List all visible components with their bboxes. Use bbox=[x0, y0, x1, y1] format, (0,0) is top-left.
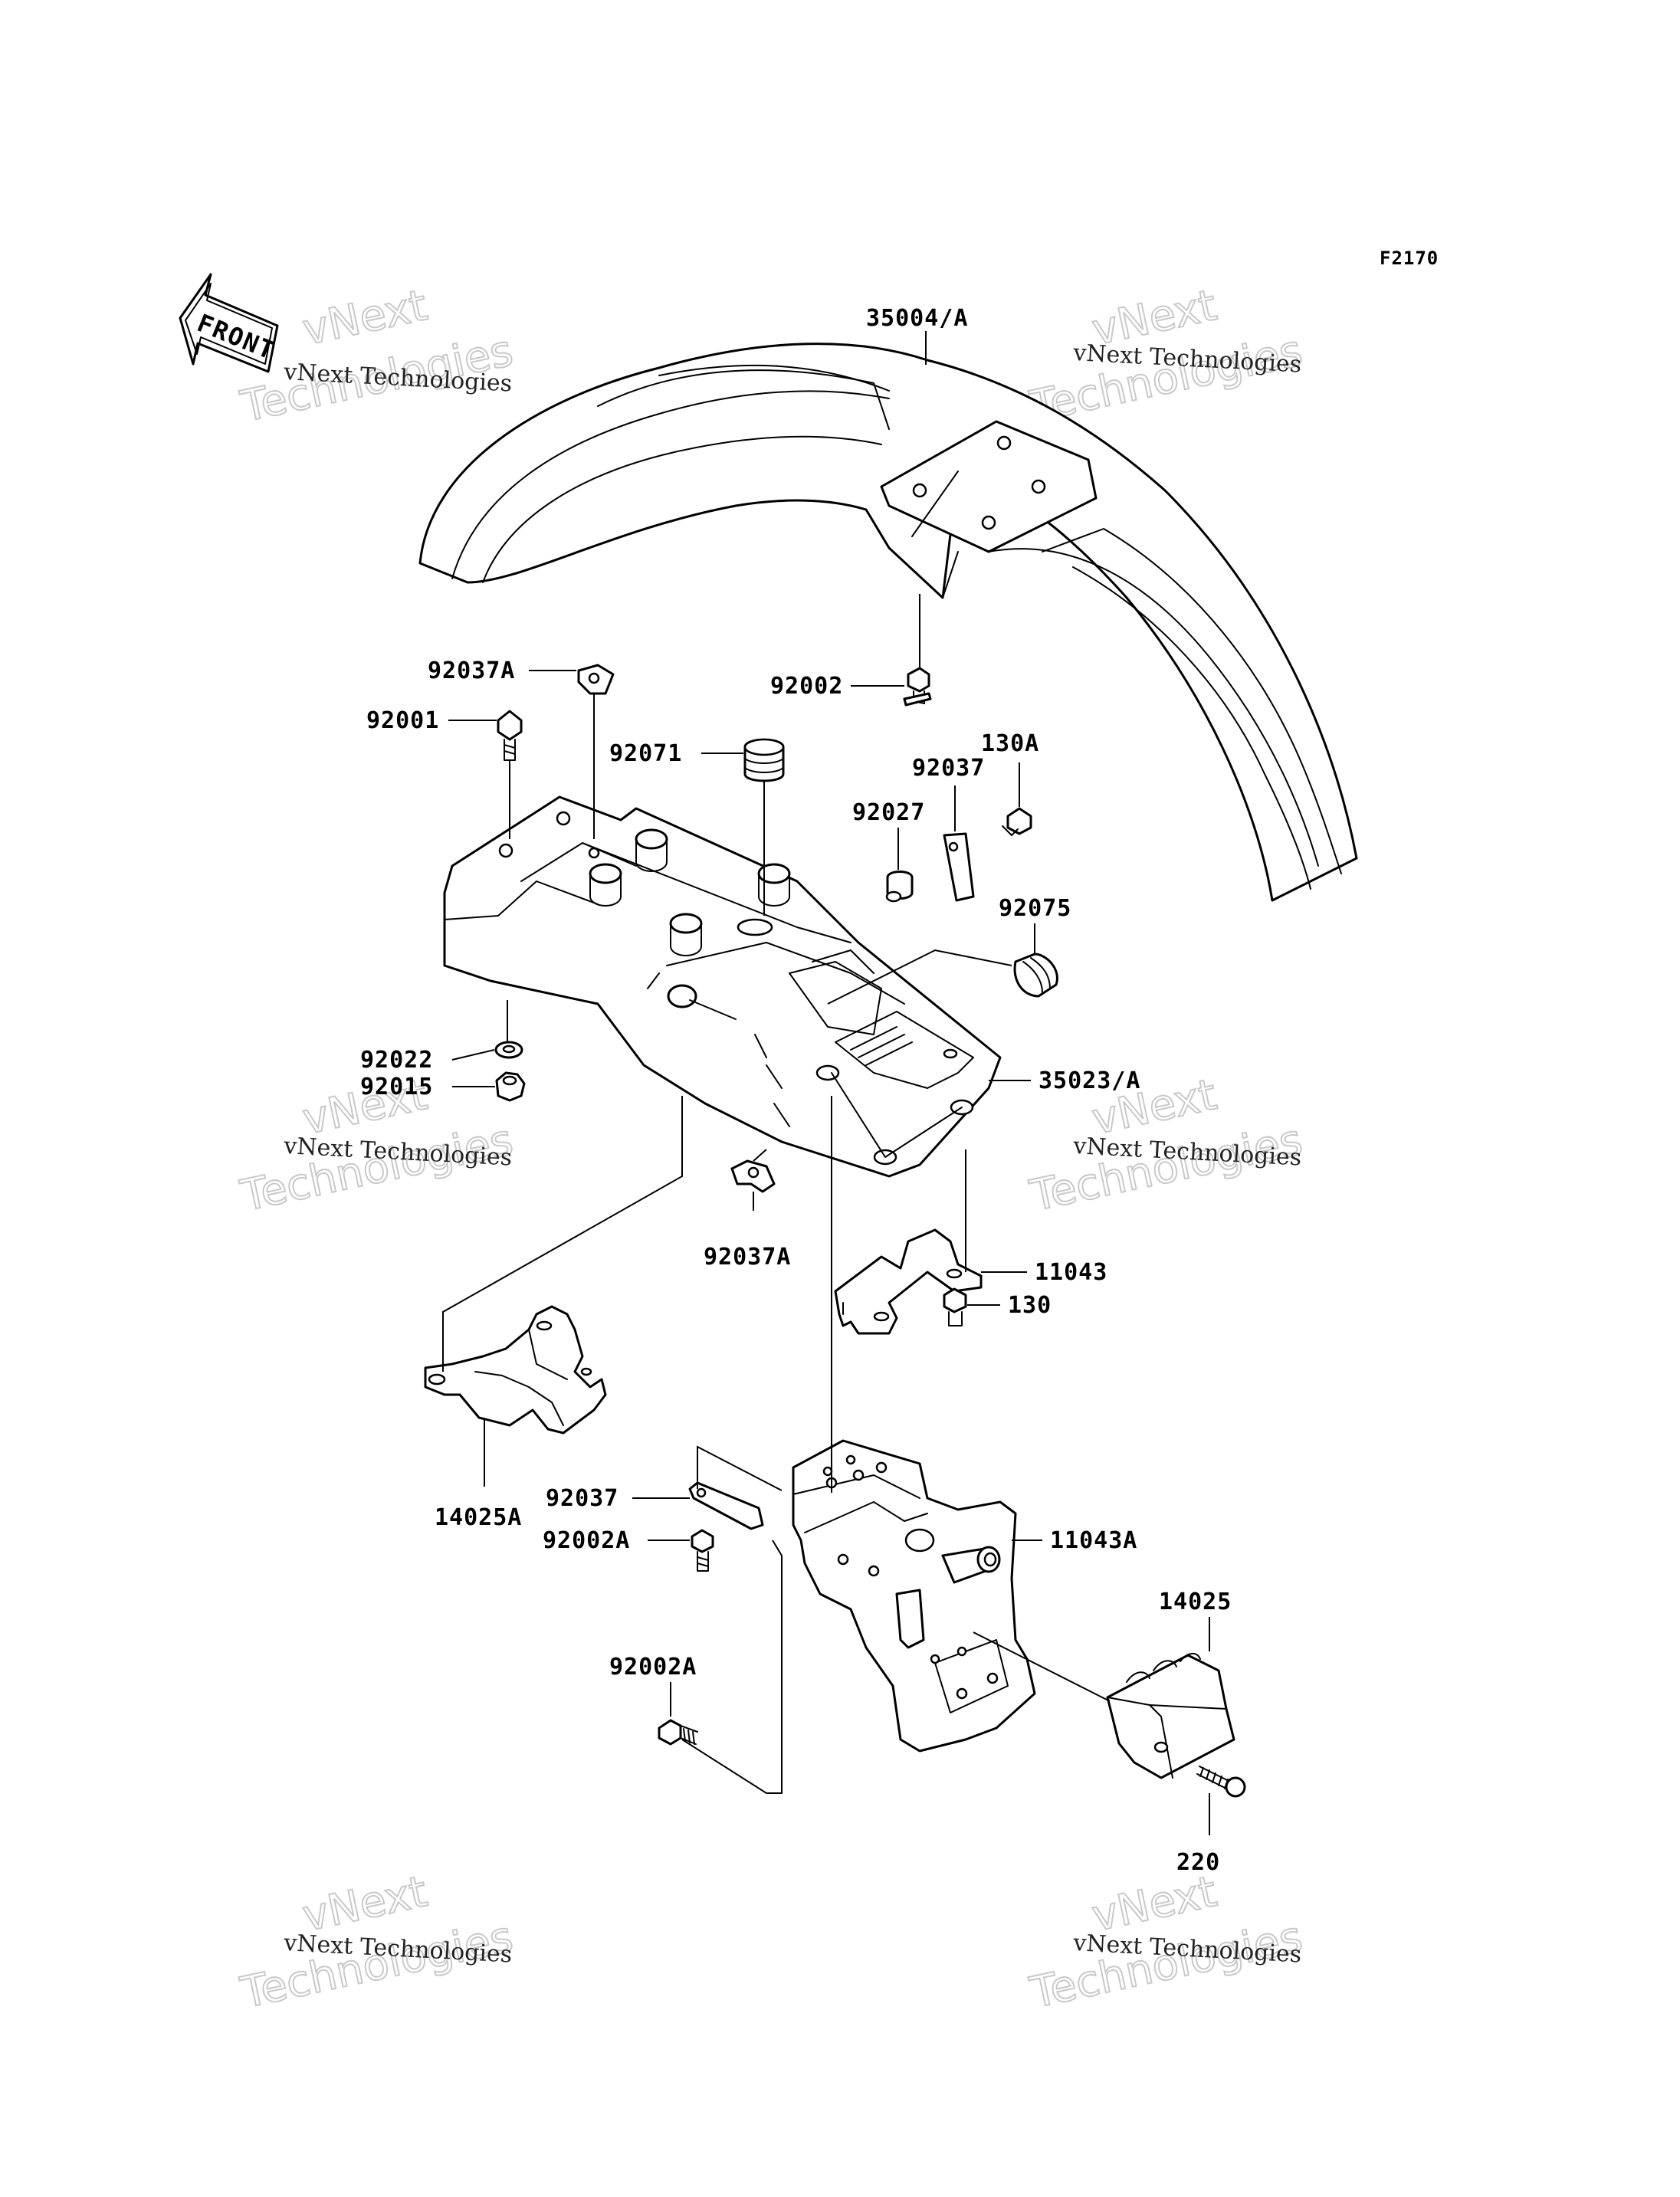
watermark-bottom-left: vNext Technologies vNext Technologies bbox=[235, 1866, 517, 2019]
front-arrow-icon: FRONT bbox=[179, 273, 280, 373]
block-14025 bbox=[1106, 1652, 1235, 1779]
label-130A: 130A bbox=[981, 730, 1039, 757]
watermark-big-line1: vNext bbox=[298, 280, 431, 356]
bracket-14025A bbox=[424, 1305, 607, 1435]
label-92015: 92015 bbox=[360, 1074, 433, 1100]
label-92002A-lower: 92002A bbox=[609, 1654, 697, 1681]
label-92001: 92001 bbox=[366, 707, 439, 734]
label-92027: 92027 bbox=[852, 799, 925, 826]
label-92002: 92002 bbox=[770, 673, 843, 700]
bracket-11043 bbox=[834, 1228, 983, 1335]
hardware bbox=[494, 664, 1246, 1798]
watermark-big-line1: vNext bbox=[1088, 1867, 1221, 1942]
bracket-11043A bbox=[792, 1439, 1036, 1753]
label-92022: 92022 bbox=[360, 1047, 433, 1074]
front-fender-tray bbox=[443, 795, 1002, 1178]
label-92037-low: 92037 bbox=[546, 1485, 619, 1512]
part-labels: 35004/A 92037A 92001 92002 92071 130A 92… bbox=[360, 305, 1232, 1876]
label-14025: 14025 bbox=[1159, 1589, 1232, 1615]
label-220: 220 bbox=[1176, 1849, 1220, 1876]
label-92071: 92071 bbox=[609, 740, 682, 767]
label-92037A-bottom: 92037A bbox=[704, 1244, 791, 1271]
label-35004A: 35004/A bbox=[866, 305, 968, 332]
watermark-top-left: vNext Technologies vNext Technologies bbox=[235, 280, 517, 433]
leader-lines bbox=[442, 331, 1210, 1835]
label-92037-mid: 92037 bbox=[912, 755, 985, 782]
label-92002A-upper: 92002A bbox=[543, 1527, 630, 1554]
watermark-bottom-right: vNext Technologies vNext Technologies bbox=[1025, 1866, 1307, 2019]
label-11043: 11043 bbox=[1035, 1259, 1107, 1286]
label-11043A: 11043A bbox=[1050, 1527, 1137, 1554]
watermark-big-line2: Technologies bbox=[1025, 326, 1306, 432]
label-130: 130 bbox=[1008, 1292, 1052, 1319]
label-14025A: 14025A bbox=[435, 1504, 522, 1531]
watermark-big-line1: vNext bbox=[298, 1867, 431, 1942]
label-35023A: 35023/A bbox=[1039, 1067, 1140, 1094]
watermark-top-right: vNext Technologies vNext Technologies bbox=[1025, 280, 1307, 433]
figure-code: F2170 bbox=[1380, 248, 1439, 269]
label-92037A-top: 92037A bbox=[428, 657, 515, 684]
rear-fender bbox=[418, 343, 1358, 902]
boss-group bbox=[589, 828, 791, 956]
label-92075: 92075 bbox=[999, 895, 1071, 922]
